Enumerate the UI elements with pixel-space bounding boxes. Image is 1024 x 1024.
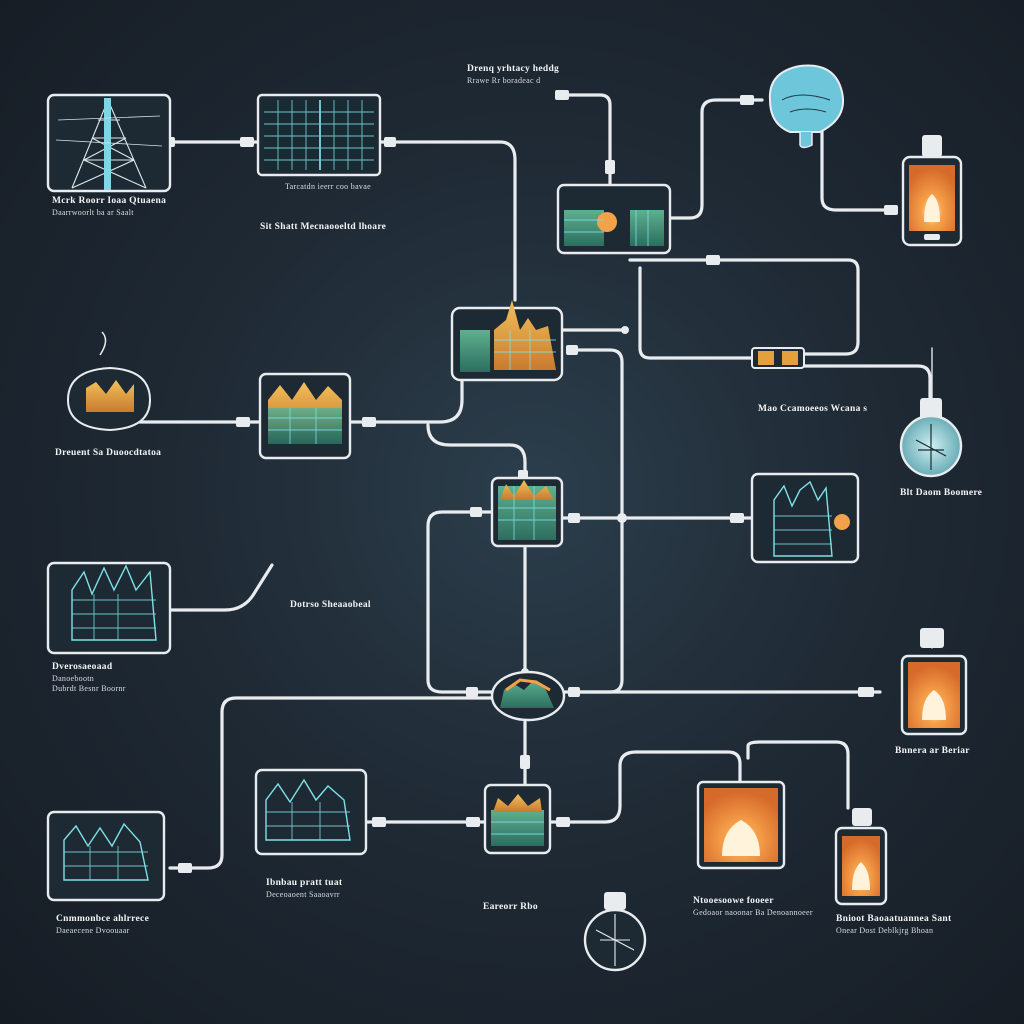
label-subtitle: Daeaecene Dvoouaar [56,926,130,935]
energy-hub-icon [556,183,672,255]
label-title: Drenq yrhtacy heddg [467,64,560,74]
label-line3: Dubrdt Besnr Boornr [52,684,126,693]
orange-sunburst-icon [696,780,786,870]
brain-icon [768,64,844,149]
plug-connectors [163,90,898,873]
city-grid-icon [490,476,564,548]
factory-icon [258,372,352,460]
city-grid-icon [750,472,860,564]
label-title: Cnmmonbce ahlrrece [56,914,150,924]
city-grid-icon [483,783,552,855]
orange-sunburst-icon [900,628,968,736]
transformer-icon [751,347,805,369]
label-subtitle: Onear Dost Deblkjrg Bhoan [836,926,934,935]
label-right-bulb: Blt Daom Boomere [900,488,983,498]
label-solar-caption: Tarcatdn ieerr coo bavae [285,182,371,191]
city-grid-icon [46,810,166,902]
label-title: Bnioot Baoaatuannea Sant [836,914,952,924]
light-bulb-icon [899,398,963,478]
label-title: Dverosaeoaad [52,662,113,672]
label-title: Ibnbau pratt tuat [266,878,343,888]
city-grid-icon [46,561,172,655]
phone-bulb-icon [834,808,888,906]
power-tower-icon [46,93,172,193]
factory-icon [66,331,152,432]
city-grid-icon [254,768,368,856]
city-grid-icon [450,300,564,382]
energy-hub-icon [490,670,566,722]
label-subtitle: Deceoaoent Saaoavrr [266,890,340,899]
label-subtitle: Gedoaor naoonar Ba Denoannoeer [693,908,813,917]
label-right-lower: Bnnera ar Beriar [895,746,970,756]
light-bulb-icon [583,892,647,972]
label-title: Mcrk Roorr Ioaa Qtuaena [52,196,167,206]
label-subtitle: Rrawe Rr boradeac d [467,76,541,85]
label-subtitle: Daarrwoorlt ba ar Saalt [52,208,134,217]
label-right-center: Mao Ccamoeeos Wcana s [758,404,868,414]
label-bottom-center: Eareorr Rbo [483,902,538,912]
label-subtitle: Danoebootn [52,674,95,683]
label-left-middle: Dreuent Sa Duoocdtatoa [55,448,162,458]
phone-bulb-icon [901,135,963,247]
solar-panel-icon [256,93,382,177]
label-center-lower: Dotrso Sheaaobeal [290,600,371,610]
connection-wires [138,93,933,870]
label-title: Ntooesoowe fooeer [693,896,774,906]
label-center-block: Sit Shatt Mecnaooeltd lhoare [260,222,387,232]
